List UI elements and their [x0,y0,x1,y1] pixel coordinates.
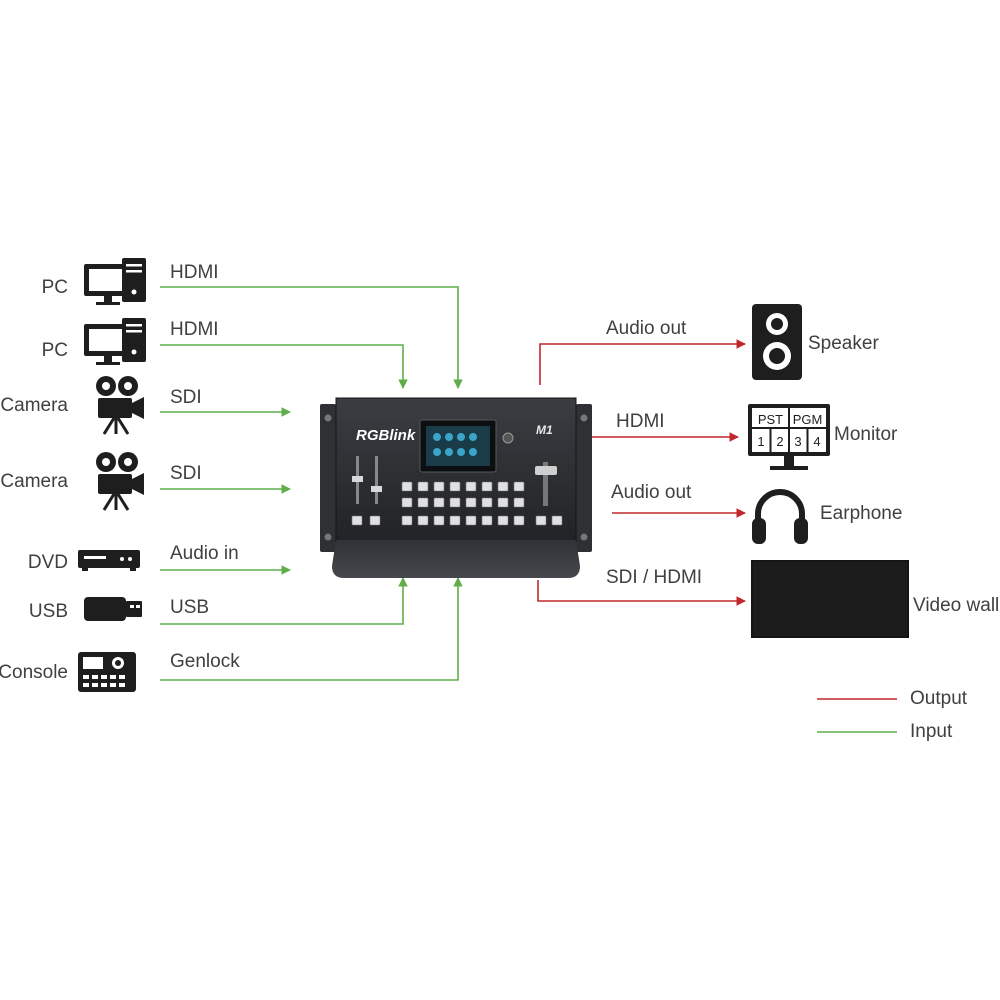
monitor-label-1: 1 [757,434,764,449]
input-signal-label: SDI [170,463,202,484]
legend-input-label: Input [910,721,953,742]
input-device-label: Camera [0,395,68,416]
camera-icon [96,452,144,511]
output-device-label: Video wall [913,595,1000,616]
input-device-label: Console [0,662,68,683]
input-device-label: Camera [0,471,68,492]
input-device-label: USB [28,601,68,622]
input-signal-label: HDMI [170,319,219,340]
monitor-label-3: 3 [794,434,801,449]
headphone-icon [752,489,808,544]
pc-icon [84,258,146,305]
speaker-icon [752,304,802,380]
rack-ear-right [576,404,592,552]
input-device-label: DVD [27,552,68,573]
legend-output-label: Output [910,688,968,709]
output-signal-label: HDMI [616,411,665,432]
input-device-label: PC [41,277,68,298]
output-device-label: Earphone [820,503,903,524]
output-signal-label: Audio out [606,318,687,339]
connector-pc-1 [160,286,463,389]
connector-video-wall [537,580,746,606]
dvd-player-icon [78,550,140,571]
input-signal-label: HDMI [170,262,219,283]
pc-icon [84,318,146,365]
monitor-label-pgm: PGM [793,412,823,427]
button-grid [351,481,563,526]
input-signal-label: Audio in [170,543,239,564]
video-switcher-device: RGBlink M1 [320,397,592,578]
brand-logo: RGBlink [356,427,416,444]
legend [817,698,897,733]
input-signal-label: SDI [170,387,202,408]
output-device-label: Speaker [808,333,879,354]
console-icon [78,652,136,692]
video-wall-icon [751,560,909,638]
usb-drive-icon [84,597,142,621]
monitor-icon: PST PGM 1 2 3 4 [748,404,830,470]
input-signal-label: USB [170,597,210,618]
connector-speaker [539,339,746,385]
monitor-label-4: 4 [813,434,820,449]
monitor-label-2: 2 [776,434,783,449]
output-signal-label: Audio out [611,482,692,503]
connector-console [160,577,463,681]
output-signal-label: SDI / HDMI [606,567,703,588]
camera-icon [96,376,144,435]
connector-pc-2 [160,344,408,389]
output-device-label: Monitor [834,424,898,445]
connector-usb [160,577,408,625]
output-connectors [537,339,746,606]
input-device-label: PC [41,340,68,361]
model-mark: M1 [536,423,553,437]
monitor-label-pst: PST [758,412,783,427]
rack-ear-left [320,404,336,552]
input-signal-label: Genlock [170,651,240,672]
input-connectors [160,286,463,681]
lcd-buttons [433,433,477,456]
